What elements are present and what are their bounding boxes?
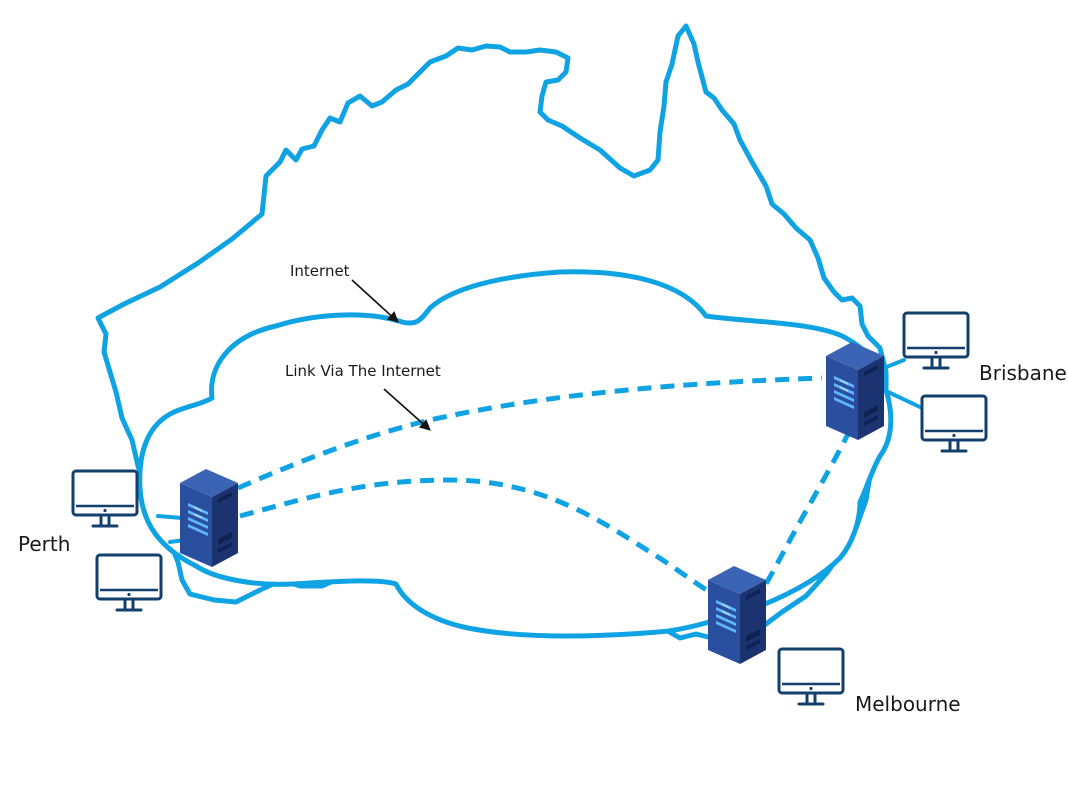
computer-perth-1-icon xyxy=(71,469,139,528)
link-pointer-arrow xyxy=(383,388,431,431)
link-label: Link Via The Internet xyxy=(285,362,441,380)
link-brisbane-melbourne xyxy=(759,428,853,592)
internet-pointer-arrow xyxy=(351,279,399,323)
link-perth-melbourne xyxy=(239,477,712,595)
wire-perth-top xyxy=(156,514,184,520)
computer-brisbane-1-icon xyxy=(902,311,970,370)
internet-cloud xyxy=(137,269,894,639)
link-perth-brisbane xyxy=(236,375,823,491)
computer-brisbane-2-icon xyxy=(920,394,988,453)
city-label-perth: Perth xyxy=(18,532,70,556)
server-melbourne-icon xyxy=(708,566,766,664)
computer-melbourne-icon xyxy=(777,647,845,706)
server-brisbane-icon xyxy=(826,342,884,440)
wire-brisbane-top xyxy=(882,358,906,370)
wire-brisbane-bottom xyxy=(882,388,924,410)
city-label-brisbane: Brisbane xyxy=(979,361,1067,385)
computer-perth-2-icon xyxy=(95,553,163,612)
internet-label: Internet xyxy=(290,262,350,280)
server-perth-icon xyxy=(180,469,238,567)
city-label-melbourne: Melbourne xyxy=(855,692,961,716)
